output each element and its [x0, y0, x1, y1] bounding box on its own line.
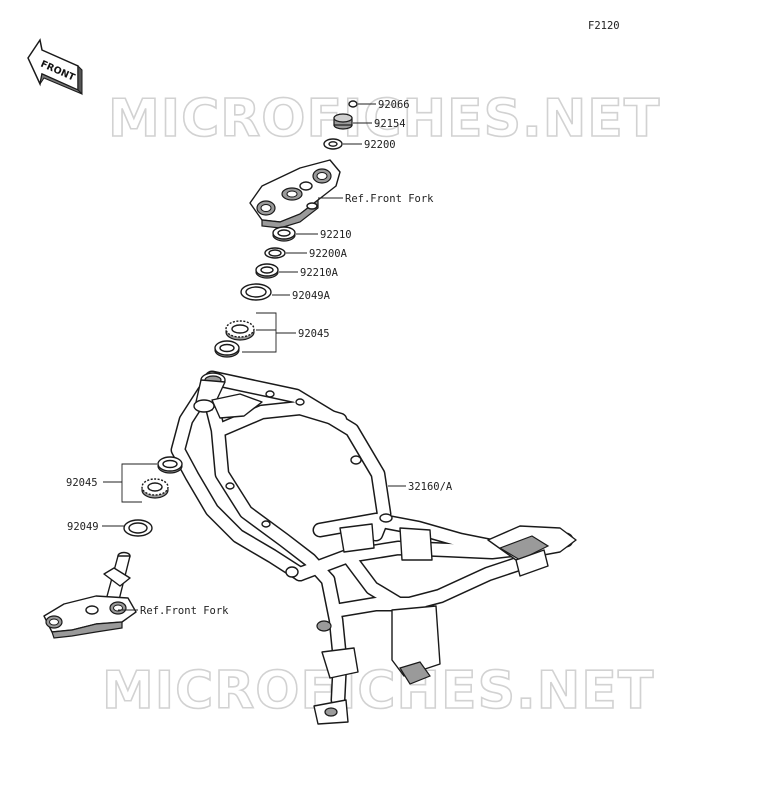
- callout-92045-lower: 92045: [66, 477, 98, 489]
- part-92045-upper-bearing-icon: [214, 320, 255, 358]
- callout-92045-upper: 92045: [298, 328, 330, 340]
- callout-ref-fork-bottom: Ref.Front Fork: [140, 605, 229, 617]
- callout-ref-fork-top: Ref.Front Fork: [345, 193, 434, 205]
- callout-92210: 92210: [320, 229, 352, 241]
- part-92210-icon: [272, 226, 296, 242]
- callout-92200: 92200: [364, 139, 396, 151]
- part-92210A-icon: [255, 263, 279, 279]
- callout-92210A: 92210A: [300, 267, 339, 279]
- part-92200-icon: [323, 138, 343, 150]
- part-92045-lower-bearing-icon: [141, 456, 183, 499]
- upper-triple-clamp-icon: [249, 159, 341, 229]
- front-arrow-icon: FRONT: [27, 38, 83, 96]
- part-92200A-icon: [264, 247, 286, 259]
- part-92049-icon: [123, 519, 153, 537]
- watermark-bottom: MICROFICHES.NET: [102, 661, 654, 721]
- figure-code: F2120: [588, 20, 620, 32]
- part-92154-icon: [333, 113, 353, 130]
- part-92049A-icon: [240, 283, 272, 301]
- callout-92066: 92066: [378, 99, 410, 111]
- callout-92154: 92154: [374, 118, 406, 130]
- callout-32160A: 32160/A: [408, 481, 453, 493]
- callout-92200A: 92200A: [309, 248, 348, 260]
- callout-92049A: 92049A: [292, 290, 331, 302]
- leader-92045-upper: [242, 312, 277, 353]
- leader-92045-lower: [121, 463, 157, 503]
- watermark-top: MICROFICHES.NET: [108, 89, 660, 149]
- callout-92049: 92049: [67, 521, 99, 533]
- lower-triple-clamp-icon: [43, 551, 137, 639]
- part-92066-icon: [348, 100, 358, 108]
- frame-icon: [170, 370, 577, 725]
